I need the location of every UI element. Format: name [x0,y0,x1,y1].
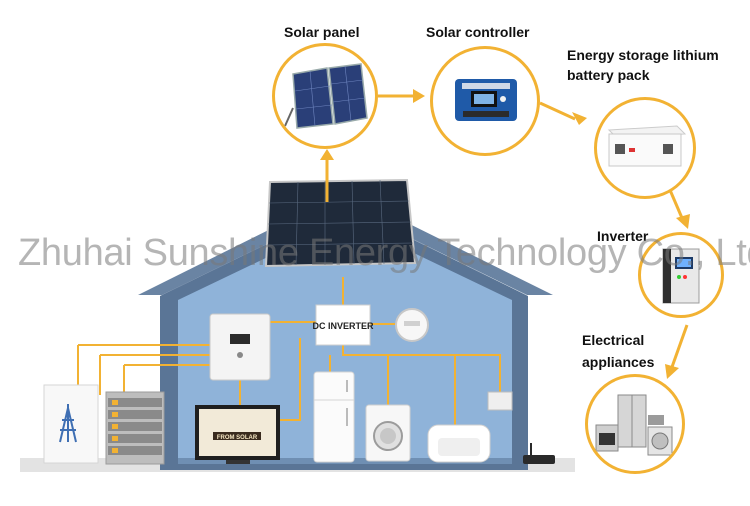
dc-inverter-text: DC INVERTER [312,321,374,331]
company-watermark: Zhuhai Sunshine Energy Technology Co., L… [18,232,750,274]
appliances-circle [585,374,685,474]
battery-rack [105,391,165,465]
house-roof [138,192,553,295]
appliances-image [595,394,673,456]
roof-solar-panel [264,178,417,268]
battery-cabinet [43,384,99,464]
battery-pack-circle [594,97,696,199]
tv-caption: FROM SOLAR [217,435,258,441]
arrow-panel-to-controller [378,89,425,103]
router [523,443,555,464]
solar-controller-image [455,79,517,121]
label-appliances-line1: Electrical [582,332,645,348]
arrow-inverter-to-appliances [665,324,689,379]
washing-machine [365,404,411,462]
wall-meter [395,308,429,342]
dc-inverter-box: DC INVERTER [312,304,374,346]
label-battery-line1: Energy storage lithium [567,47,719,63]
label-solar-controller: Solar controller [426,24,530,40]
label-battery-line2: battery pack [567,67,650,83]
solar-panel-circle [272,43,378,149]
arrow-panel-up [320,149,334,202]
label-solar-panel: Solar panel [284,24,360,40]
inverter-image [662,248,700,304]
hybrid-inverter-unit [209,313,271,381]
arrow-battery-to-inverter [668,189,690,229]
refrigerator [313,371,355,463]
wall-lamp [487,391,513,411]
label-inverter: Inverter [597,228,649,244]
solar-panel-image [284,63,368,129]
inverter-circle [638,232,724,318]
arrow-controller-to-battery [539,101,587,125]
battery-pack-image [607,125,687,167]
label-appliances-line2: appliances [582,354,655,370]
sofa [427,424,491,463]
solar-controller-circle [430,46,540,156]
television [195,405,280,464]
